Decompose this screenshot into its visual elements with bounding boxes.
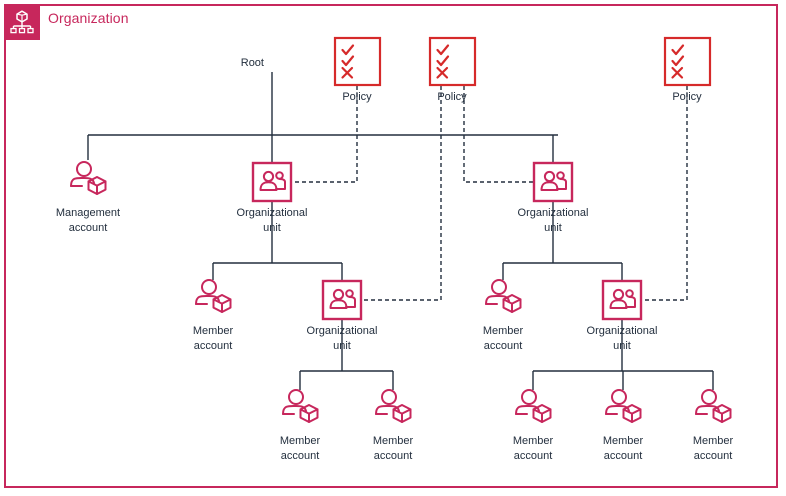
- node-label-line1: Member: [280, 435, 321, 447]
- policy-node-3[interactable]: Policy: [663, 36, 712, 103]
- organization-boundary: [4, 4, 778, 488]
- policy-label: Policy: [672, 91, 702, 103]
- node-label-line1: Member: [193, 325, 234, 337]
- node-label-line2: account: [194, 340, 233, 352]
- node-label-line2: account: [69, 222, 108, 234]
- node-label-line2: account: [374, 450, 413, 462]
- node-member-account-2[interactable]: Member account: [483, 279, 524, 352]
- node-member-account-5[interactable]: Member account: [513, 389, 554, 462]
- node-label-line1: Member: [513, 435, 554, 447]
- check-icon: [341, 44, 355, 56]
- node-label-line2: unit: [544, 222, 562, 234]
- policy-label: Policy: [342, 91, 372, 103]
- account-icon: [605, 389, 642, 423]
- check-icon: [436, 55, 450, 67]
- x-icon: [671, 66, 684, 79]
- root-label: Root: [241, 57, 264, 69]
- node-label-line1: Organizational: [237, 207, 308, 219]
- node-label-line2: account: [484, 340, 523, 352]
- policy-edge-policy2-ou2: [361, 86, 442, 301]
- account-icon: [695, 389, 732, 423]
- node-label-line2: unit: [333, 340, 351, 352]
- policy-node-2[interactable]: Policy: [428, 36, 477, 103]
- node-label-line1: Organizational: [587, 325, 658, 337]
- policy-edge-policy3-ou4: [641, 86, 688, 301]
- x-icon: [436, 66, 449, 79]
- node-member-account-4[interactable]: Member account: [373, 389, 414, 462]
- organization-title: Organization: [48, 10, 129, 26]
- node-label-line1: Member: [603, 435, 644, 447]
- node-organizational-unit-1[interactable]: Organizational unit: [237, 161, 308, 234]
- node-label-line1: Organizational: [307, 325, 378, 337]
- policy-label: Policy: [437, 91, 467, 103]
- node-label-line2: account: [604, 450, 643, 462]
- node-member-account-3[interactable]: Member account: [280, 389, 321, 462]
- check-icon: [341, 55, 355, 67]
- node-organizational-unit-3[interactable]: Organizational unit: [518, 161, 589, 234]
- check-icon: [671, 44, 685, 56]
- node-label-line1: Member: [373, 435, 414, 447]
- node-organizational-unit-2[interactable]: Organizational unit: [307, 279, 378, 352]
- policy-attachment-edges: [291, 86, 688, 301]
- check-icon: [671, 55, 685, 67]
- account-icon: [515, 389, 552, 423]
- node-label-line1: Member: [693, 435, 734, 447]
- group-icon: [609, 288, 636, 309]
- node-label-line2: unit: [263, 222, 281, 234]
- node-member-account-7[interactable]: Member account: [693, 389, 734, 462]
- node-label-line2: account: [281, 450, 320, 462]
- account-icon: [70, 161, 107, 195]
- account-icon: [195, 279, 232, 313]
- node-organizational-unit-4[interactable]: Organizational unit: [587, 279, 658, 352]
- group-icon: [540, 170, 567, 191]
- node-label-line1: Member: [483, 325, 524, 337]
- node-label-line2: account: [514, 450, 553, 462]
- account-icon: [282, 389, 319, 423]
- account-icon: [375, 389, 412, 423]
- node-label-line1: Organizational: [518, 207, 589, 219]
- account-icon: [485, 279, 522, 313]
- node-label-line2: account: [694, 450, 733, 462]
- node-management-account[interactable]: Management account: [56, 161, 120, 234]
- policy-edge-policy2-ou3: [463, 86, 535, 183]
- tree-edges: [87, 72, 714, 390]
- x-icon: [341, 66, 354, 79]
- policy-edge-policy1-ou1: [291, 86, 358, 183]
- check-icon: [436, 44, 450, 56]
- node-member-account-1[interactable]: Member account: [193, 279, 234, 352]
- group-icon: [329, 288, 356, 309]
- organization-icon: [4, 4, 40, 40]
- policy-node-1[interactable]: Policy: [333, 36, 382, 103]
- node-label-line1: Management: [56, 207, 120, 219]
- group-icon: [259, 170, 286, 191]
- node-label-line2: unit: [613, 340, 631, 352]
- node-member-account-6[interactable]: Member account: [603, 389, 644, 462]
